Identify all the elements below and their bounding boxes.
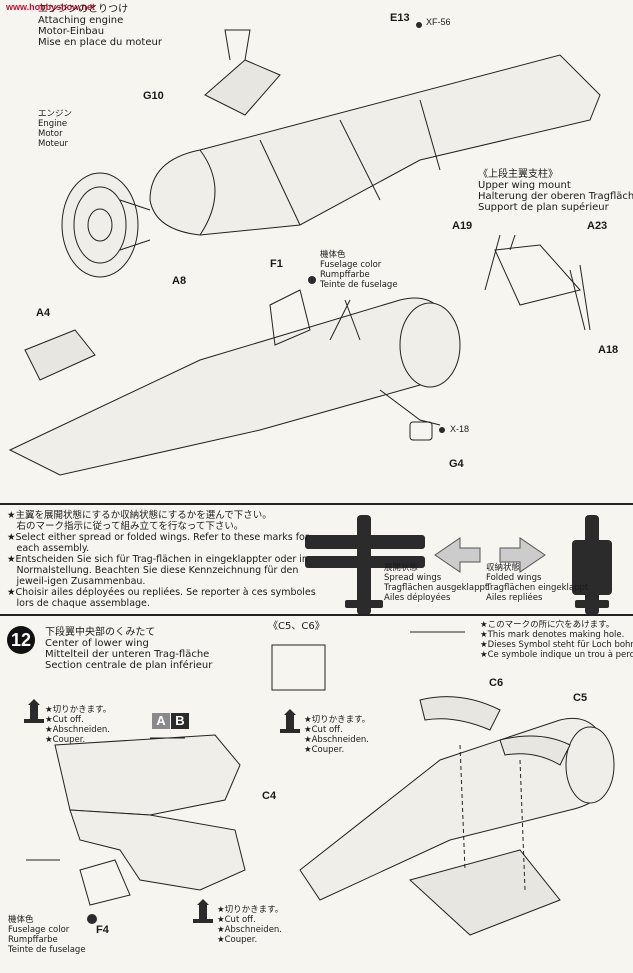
paint-x18: X-18 xyxy=(450,424,470,434)
hole-note: ★このマークの所に穴をあけます。 ★This mark denotes maki… xyxy=(480,620,633,660)
part-g4: G4 xyxy=(449,458,464,470)
engine-label: エンジン Engine Motor Moteur xyxy=(38,109,73,149)
part-a23: A23 xyxy=(587,220,608,232)
part-e13: E13 xyxy=(390,12,410,24)
upper-wing-mount-label: 《上段主翼支柱》 Upper wing mount Halterung der … xyxy=(478,169,633,213)
variant-b-marker: B xyxy=(171,713,189,729)
part-c5: C5 xyxy=(573,692,588,704)
step12-fuselage-color: 機体色 Fuselage color Rumpffarbe Teinte de … xyxy=(8,915,86,955)
part-a18: A18 xyxy=(598,344,619,356)
watermark: www.hobbyshow.net xyxy=(6,2,95,12)
step11-fuselage-color: 機体色 Fuselage color Rumpffarbe Teinte de … xyxy=(320,250,398,290)
section-divider xyxy=(0,503,633,505)
part-f4: F4 xyxy=(96,924,109,936)
variant-a-marker: A xyxy=(152,713,170,729)
cut-off-note-1: ★切りかきます。 ★Cut off. ★Abschneiden. ★Couper… xyxy=(45,705,112,745)
part-c6: C6 xyxy=(489,677,504,689)
step12-title: 下段翼中央部のくみたて Center of lower wing Mittelt… xyxy=(45,627,213,671)
cut-off-note-2: ★切りかきます。 ★Cut off. ★Abschneiden. ★Couper… xyxy=(304,715,371,755)
part-a19: A19 xyxy=(452,220,473,232)
folded-wings-label: 収納状態 Folded wings Tragflächen eingeklapp… xyxy=(486,563,589,603)
step-12-badge: 12 xyxy=(7,626,35,654)
part-f1: F1 xyxy=(270,258,283,270)
wing-choice-instructions: ★主翼を展開状態にするか収納状態にするかを選んで下さい。 右のマーク指示に従って… xyxy=(7,510,316,609)
part-a4: A4 xyxy=(36,307,51,319)
c5-c6-label: 《C5、C6》 xyxy=(268,621,325,632)
part-c4: C4 xyxy=(262,790,277,802)
part-g10: G10 xyxy=(143,90,164,102)
step11-title: エンジンのとりつけ Attaching engine Motor-Einbau … xyxy=(38,4,162,48)
section-divider-2 xyxy=(0,614,633,616)
part-a8: A8 xyxy=(172,275,187,287)
paint-xf56: XF-56 xyxy=(426,17,451,27)
cut-off-note-3: ★切りかきます。 ★Cut off. ★Abschneiden. ★Couper… xyxy=(217,905,284,945)
spread-wings-label: 展開状態 Spread wings Tragflächen ausgeklapp… xyxy=(384,563,489,603)
